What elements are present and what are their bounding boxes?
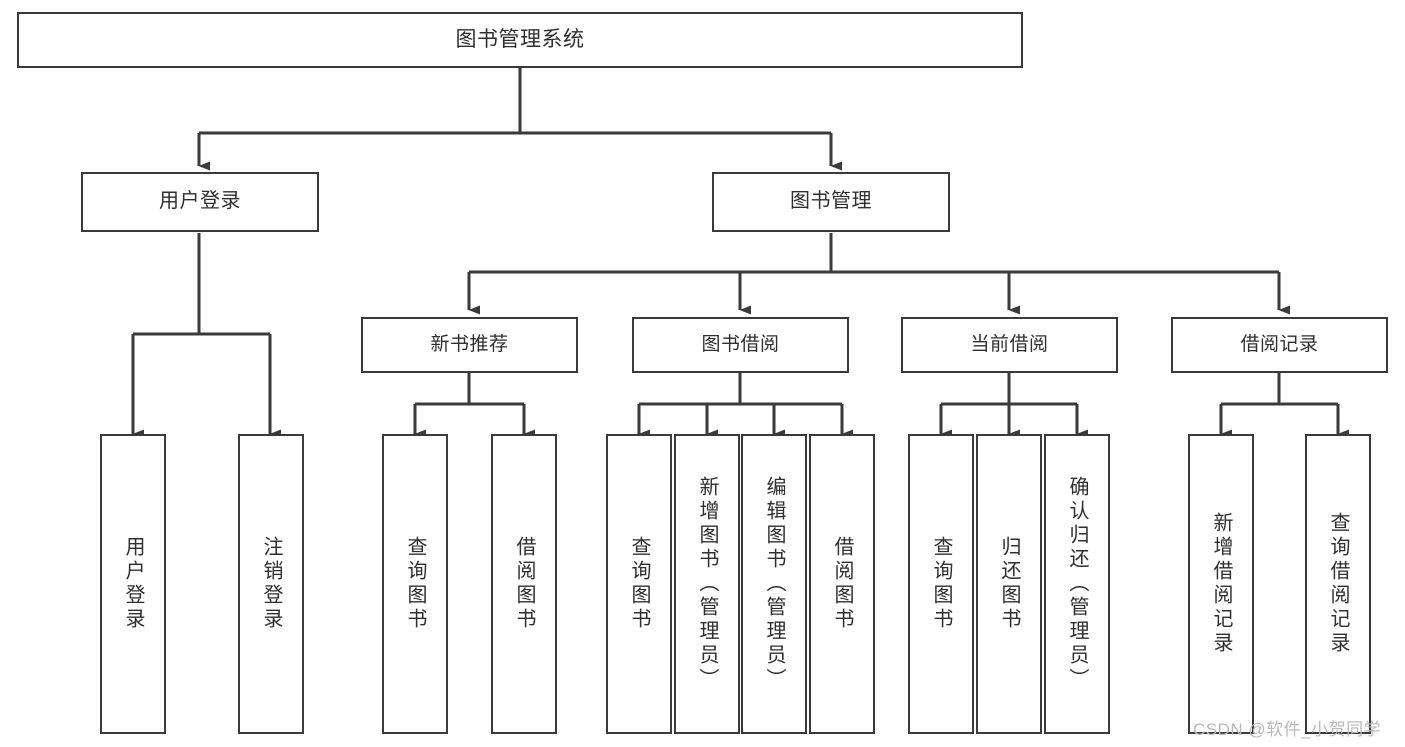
leaf-book-borrow-query[interactable]: 查询图书 [606, 434, 672, 734]
node-label: 确认归还（管理员） [1066, 476, 1088, 692]
node-label: 图书借阅 [701, 333, 780, 355]
node-label: 归还图书 [998, 536, 1020, 632]
leaf-user-login-login[interactable]: 用户登录 [100, 434, 166, 734]
node-label: 当前借阅 [970, 333, 1049, 355]
node-label: 新书推荐 [430, 333, 509, 355]
node-label: 编辑图书（管理员） [763, 476, 785, 692]
node-label: 查询图书 [404, 536, 426, 632]
leaf-current-borrow-confirm[interactable]: 确认归还（管理员） [1044, 434, 1110, 734]
node-label: 图书管理系统 [455, 27, 585, 51]
node-label: 查询借阅记录 [1327, 512, 1349, 656]
leaf-new-book-query[interactable]: 查询图书 [382, 434, 448, 734]
node-label: 借阅图书 [831, 536, 853, 632]
node-label: 借阅记录 [1240, 333, 1319, 355]
leaf-borrow-record-query[interactable]: 查询借阅记录 [1305, 434, 1371, 734]
node-label: 注销登录 [260, 536, 282, 632]
node-label: 新增图书（管理员） [696, 476, 718, 692]
node-label: 查询图书 [930, 536, 952, 632]
node-borrow-record[interactable]: 借阅记录 [1171, 317, 1388, 373]
leaf-current-borrow-query[interactable]: 查询图书 [908, 434, 974, 734]
node-new-book-recommend[interactable]: 新书推荐 [361, 317, 578, 373]
node-label: 查询图书 [628, 536, 650, 632]
leaf-book-borrow-edit[interactable]: 编辑图书（管理员） [741, 434, 807, 734]
node-book-manage[interactable]: 图书管理 [712, 172, 950, 232]
node-current-borrow[interactable]: 当前借阅 [901, 317, 1118, 373]
leaf-borrow-record-add[interactable]: 新增借阅记录 [1188, 434, 1254, 734]
node-user-login[interactable]: 用户登录 [81, 172, 319, 232]
node-label: 新增借阅记录 [1210, 512, 1232, 656]
node-label: 用户登录 [122, 536, 144, 632]
leaf-book-borrow-add[interactable]: 新增图书（管理员） [674, 434, 740, 734]
csdn-watermark: CSDN @软件_小贺同学 [1193, 720, 1382, 739]
node-label: 图书管理 [790, 190, 872, 213]
node-book-borrow[interactable]: 图书借阅 [632, 317, 849, 373]
node-label: 借阅图书 [513, 536, 535, 632]
node-root-system[interactable]: 图书管理系统 [17, 12, 1023, 68]
leaf-book-borrow-borrow[interactable]: 借阅图书 [809, 434, 875, 734]
leaf-current-borrow-return[interactable]: 归还图书 [976, 434, 1042, 734]
leaf-user-login-logout[interactable]: 注销登录 [238, 434, 304, 734]
leaf-new-book-borrow[interactable]: 借阅图书 [491, 434, 557, 734]
node-label: 用户登录 [159, 190, 241, 213]
